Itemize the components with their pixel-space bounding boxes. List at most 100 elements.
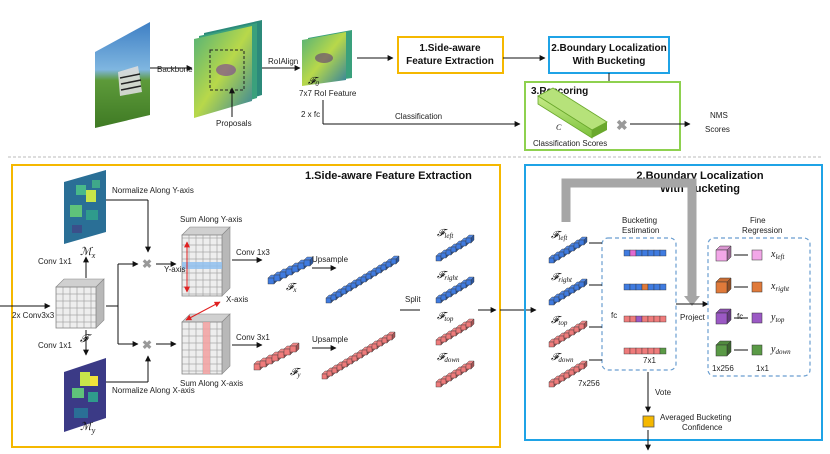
size-1x256: 1x256: [712, 364, 734, 373]
normalize-x-label: Normalize Along X-axis: [112, 386, 195, 395]
size-7x256: 7x256: [578, 379, 600, 388]
bucket-cell: [635, 347, 643, 355]
sum-x-label: Sum Along X-axis: [180, 379, 243, 388]
conv1x1-bot-label: Conv 1x1: [38, 341, 72, 350]
conv1x3-label: Conv 1x3: [236, 248, 270, 257]
r-top-cell: [578, 320, 588, 330]
r-f-right: 𝓕right: [551, 272, 573, 284]
fy-bar: [253, 342, 300, 371]
f-down-cell: [465, 360, 475, 370]
bucket-cell: [635, 283, 643, 291]
fx-long-cell: [390, 255, 400, 265]
conv3x1-label: Conv 3x1: [236, 333, 270, 342]
bucket-cell: [659, 283, 667, 291]
avg-conf-line2: Confidence: [682, 423, 723, 432]
r-f-left: 𝓕left: [551, 230, 568, 242]
conv3x3-label: 2x Conv3x3: [12, 311, 55, 320]
r-f-down: 𝓕down: [551, 352, 574, 364]
classification-scores-bar: [537, 87, 608, 139]
bucket-cell: [623, 283, 631, 291]
multiply-icon-bottom: ✖: [142, 338, 152, 352]
r-down-cell: [578, 360, 588, 370]
y-axis-label: Y-axis: [164, 265, 186, 274]
bucket-cell: [629, 315, 637, 323]
sum-x-cube: [181, 313, 231, 375]
r-f-top: 𝓕top: [551, 315, 568, 327]
bucket-cell: [653, 283, 661, 291]
bucket-cell: [635, 315, 643, 323]
fine-cube-3: [715, 340, 732, 357]
f-right-symbol: 𝓕right: [437, 270, 459, 282]
bucket-cell: [623, 315, 631, 323]
boundary-box-line2: With Bucketing: [573, 56, 646, 67]
proposals-label: Proposals: [216, 119, 252, 128]
input-image: [95, 22, 150, 128]
split-feature-bars: [435, 234, 475, 388]
fine-label-1: Fine: [750, 216, 766, 225]
multiply-icon-top: ✖: [142, 257, 152, 271]
x-axis-label: X-axis: [226, 295, 248, 304]
f-down-symbol: 𝓕down: [437, 352, 460, 364]
fine-square-1: [751, 281, 763, 293]
f-right-cell: [465, 276, 475, 286]
fc2-label: 2 x fc: [301, 110, 320, 119]
f-top-cell: [465, 318, 475, 328]
bucket-cell: [653, 249, 661, 257]
side-aware-box: [397, 36, 504, 74]
side-aware-box-line1: 1.Side-aware: [419, 43, 481, 54]
f-left-symbol: 𝓕left: [437, 228, 454, 240]
bucket-cell: [647, 347, 655, 355]
bucketing-panel: [524, 164, 823, 441]
y-down-label: ydown: [770, 344, 791, 356]
f-top-symbol: 𝓕top: [437, 311, 454, 323]
bucket-cell: [659, 249, 667, 257]
sum-y-cube: [181, 226, 231, 297]
roi-feature: [302, 30, 352, 86]
bucket-cell: [653, 347, 661, 355]
fx-bar: [267, 256, 314, 285]
feature-F-cube: [55, 278, 105, 329]
bucket-cell: [635, 249, 643, 257]
fine-regression-box: [707, 237, 811, 377]
fine-square-2: [751, 312, 763, 324]
bucket-cell: [659, 347, 667, 355]
r-left-cell: [578, 236, 588, 246]
upsample-top-label: Upsample: [312, 255, 349, 264]
bucket-cell: [641, 315, 649, 323]
fine-label-2: Regression: [742, 226, 782, 235]
confidence-square: [642, 415, 655, 428]
mx-symbol: ℳx: [80, 246, 96, 260]
normalize-y-label: Normalize Along Y-axis: [112, 186, 194, 195]
fy-symbol: 𝓕y: [290, 367, 301, 379]
project-skip-arrow: [561, 178, 697, 298]
side-aware-panel-title: 1.Side-aware Feature Extraction: [305, 170, 472, 182]
fine-cube-1: [715, 277, 732, 294]
x-right-label: xright: [770, 281, 790, 293]
bucket-cell: [623, 249, 631, 257]
x-left-label: xleft: [770, 249, 785, 261]
fx-symbol: 𝓕x: [286, 282, 297, 294]
bucket-cell: [641, 347, 649, 355]
y-top-label: ytop: [770, 312, 785, 324]
fine-cube-0: [715, 245, 732, 262]
sum-y-label: Sum Along Y-axis: [180, 215, 242, 224]
size-1x1: 1x1: [756, 364, 769, 373]
f-left-cell: [465, 234, 475, 244]
fc-left-label: fc: [611, 311, 617, 320]
fy-upsampled-bar: [321, 331, 396, 380]
r-right-cell: [578, 278, 588, 288]
bucket-cell: [659, 315, 667, 323]
side-features-bars: [548, 236, 588, 388]
fine-regression-cubes: [715, 245, 763, 357]
fc-right-label: fc: [737, 312, 743, 321]
fine-square-0: [751, 249, 763, 261]
side-aware-box-line2: Feature Extraction: [406, 56, 494, 67]
bucket-cell: [623, 347, 631, 355]
nms-label: NMS: [710, 111, 728, 120]
classification-label: Classification: [395, 112, 442, 121]
bucket-cell: [629, 347, 637, 355]
bucketing-label-2: Estimation: [622, 226, 659, 235]
fine-cube-2: [715, 308, 732, 325]
bucketing-estimation-box: [601, 237, 677, 371]
